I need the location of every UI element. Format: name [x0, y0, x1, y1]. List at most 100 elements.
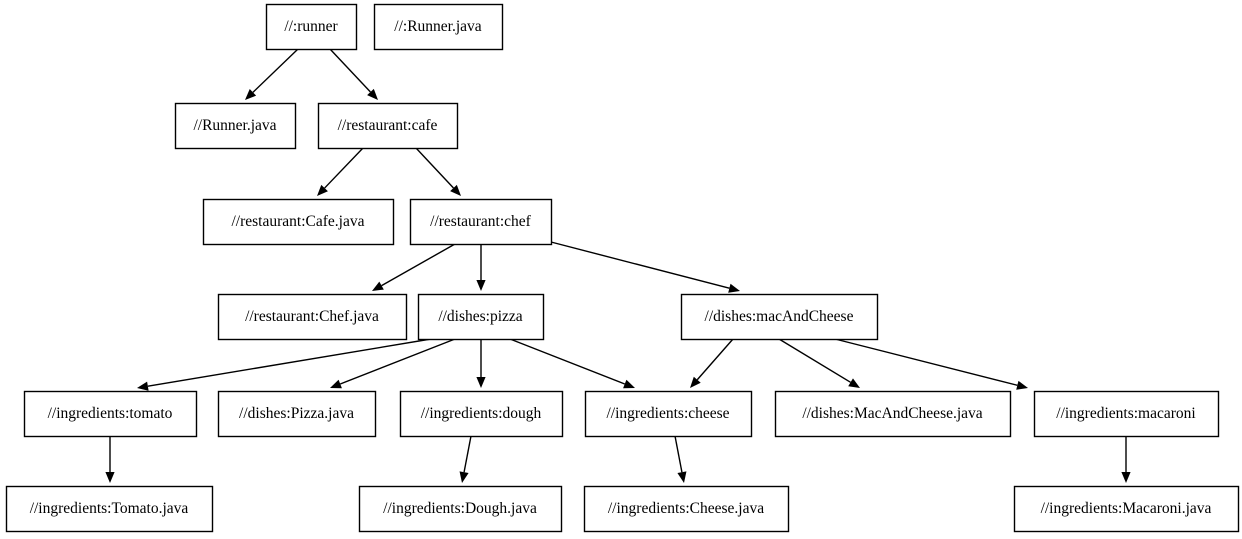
edge-line — [339, 338, 456, 385]
graph-edge — [476, 339, 486, 388]
edge-arrowhead-icon — [848, 378, 860, 388]
graph-node-ing_macaroni_java[interactable]: //ingredients:Macaroni.java — [1013, 485, 1240, 533]
node-box — [202, 198, 395, 246]
edge-line — [674, 435, 683, 473]
graph-node-restaurant_chef[interactable]: //restaurant:chef — [409, 198, 553, 246]
edge-line — [329, 48, 371, 93]
graph-node-dishes_pizza[interactable]: //dishes:pizza — [417, 293, 545, 341]
edge-arrowhead-icon — [367, 88, 378, 100]
edge-arrowhead-icon — [372, 281, 384, 291]
graph-node-dishes_mac[interactable]: //dishes:macAndCheese — [680, 293, 879, 341]
node-label: //restaurant:chef — [430, 213, 532, 230]
node-box — [217, 293, 408, 341]
node-label: //ingredients:tomato — [48, 405, 173, 422]
node-label: //dishes:MacAndCheese.java — [802, 405, 982, 422]
graph-node-ing_cheese_java[interactable]: //ingredients:Cheese.java — [583, 485, 790, 533]
node-label: //dishes:macAndCheese — [705, 308, 854, 325]
nodes-layer: //:runner //:Runner.java //Runner.java //re… — [5, 3, 1240, 533]
graph-edge — [834, 338, 1028, 390]
node-box — [774, 390, 1012, 438]
edge-arrowhead-icon — [476, 280, 486, 291]
graph-edge — [105, 436, 115, 483]
graph-edge — [137, 338, 432, 391]
node-label: //restaurant:cafe — [338, 117, 438, 134]
edge-line — [252, 48, 299, 93]
graph-edge — [459, 435, 472, 483]
node-label: //restaurant:Chef.java — [245, 308, 379, 325]
node-box — [174, 102, 297, 150]
graph-node-dishes_pizza_java[interactable]: //dishes:Pizza.java — [217, 390, 377, 438]
edge-arrowhead-icon — [317, 184, 328, 196]
node-label: //ingredients:cheese — [606, 405, 729, 422]
node-label: //ingredients:Cheese.java — [608, 500, 764, 517]
edge-line — [415, 147, 454, 189]
graph-edge — [330, 338, 456, 389]
node-box — [317, 102, 459, 150]
edge-line — [696, 338, 734, 381]
graph-edge — [245, 48, 299, 100]
graph-node-ing_dough[interactable]: //ingredients:dough — [399, 390, 564, 438]
edge-arrowhead-icon — [245, 89, 257, 100]
graph-node-runner_java_root[interactable]: //:Runner.java — [373, 3, 504, 51]
edge-arrowhead-icon — [1016, 380, 1028, 390]
graph-node-ing_tomato_java[interactable]: //ingredients:Tomato.java — [5, 485, 214, 533]
node-label: //restaurant:Cafe.java — [232, 213, 365, 230]
edge-arrowhead-icon — [450, 184, 461, 196]
edge-line — [463, 435, 472, 473]
node-box — [217, 390, 377, 438]
node-box — [1013, 485, 1240, 533]
node-label: //dishes:pizza — [438, 308, 522, 325]
graph-node-restaurant_cafe_java[interactable]: //restaurant:Cafe.java — [202, 198, 395, 246]
edge-arrowhead-icon — [1121, 472, 1131, 483]
edge-arrowhead-icon — [728, 283, 740, 293]
node-box — [358, 485, 563, 533]
graph-edge — [674, 435, 687, 483]
edge-line — [324, 147, 364, 189]
edge-arrowhead-icon — [690, 376, 701, 388]
graph-edge — [509, 338, 635, 389]
graph-edge — [1121, 436, 1131, 483]
edge-line — [381, 243, 456, 287]
graph-edge — [415, 147, 461, 196]
node-label: //ingredients:Tomato.java — [30, 500, 189, 517]
node-box — [265, 3, 358, 51]
graph-edge — [329, 48, 378, 100]
graph-node-ing_tomato[interactable]: //ingredients:tomato — [23, 390, 198, 438]
edges-layer — [105, 48, 1131, 483]
node-box — [680, 293, 879, 341]
graph-edge — [690, 338, 734, 388]
graph-node-ing_dough_java[interactable]: //ingredients:Dough.java — [358, 485, 563, 533]
node-box — [373, 3, 504, 51]
edge-line — [778, 338, 851, 383]
graph-node-runner[interactable]: //:runner — [265, 3, 358, 51]
edge-arrowhead-icon — [459, 471, 469, 483]
graph-node-dishes_mac_java[interactable]: //dishes:MacAndCheese.java — [774, 390, 1012, 438]
edge-arrowhead-icon — [105, 472, 115, 483]
node-label: //Runner.java — [193, 117, 276, 134]
graph-node-ing_macaroni[interactable]: //ingredients:macaroni — [1033, 390, 1220, 438]
edge-arrowhead-icon — [476, 377, 486, 388]
node-label: //:runner — [284, 18, 338, 35]
edge-line — [147, 338, 432, 387]
graph-edge — [372, 243, 456, 291]
node-box — [1033, 390, 1220, 438]
graph-edge — [778, 338, 860, 388]
edge-line — [834, 338, 1018, 386]
node-label: //ingredients:Dough.java — [383, 500, 537, 517]
graph-node-restaurant_chef_java[interactable]: //restaurant:Chef.java — [217, 293, 408, 341]
graph-node-runner_java[interactable]: //Runner.java — [174, 102, 297, 150]
edge-arrowhead-icon — [137, 381, 149, 391]
graph-edge — [476, 244, 486, 291]
node-box — [399, 390, 564, 438]
graph-node-restaurant_cafe[interactable]: //restaurant:cafe — [317, 102, 459, 150]
graph-node-ing_cheese[interactable]: //ingredients:cheese — [584, 390, 753, 438]
node-label: //ingredients:dough — [421, 405, 542, 422]
node-box — [5, 485, 214, 533]
node-label: //dishes:Pizza.java — [239, 405, 354, 422]
graph-edge — [550, 241, 740, 293]
graph-edge — [317, 147, 364, 196]
node-box — [23, 390, 198, 438]
edge-arrowhead-icon — [330, 379, 342, 389]
node-box — [417, 293, 545, 341]
